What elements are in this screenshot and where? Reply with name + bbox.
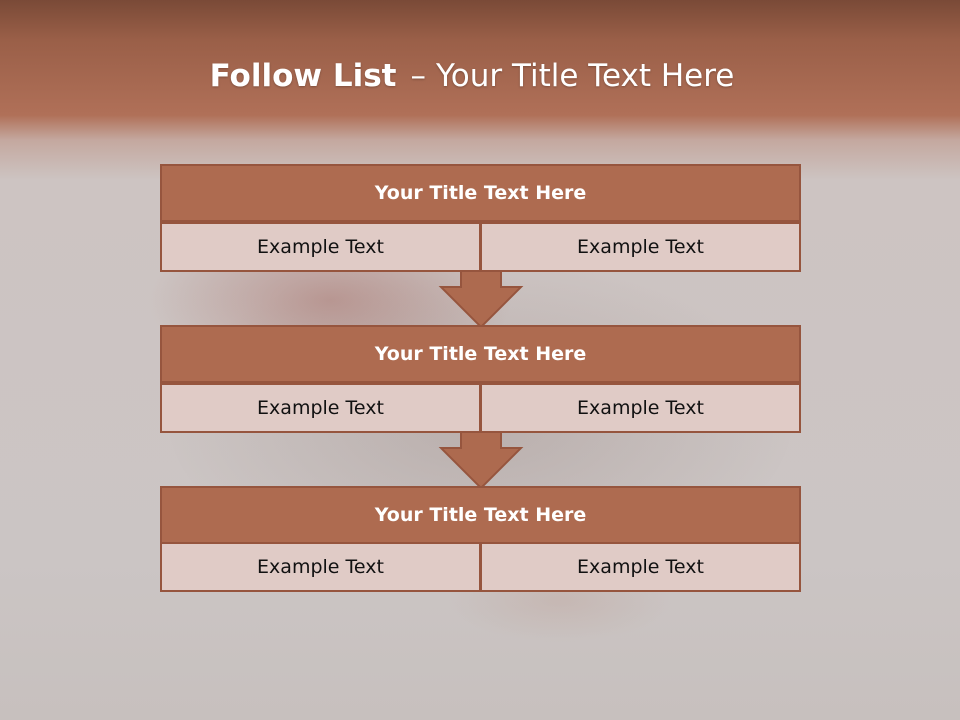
down-arrow-icon	[438, 431, 524, 490]
block-1-header: Your Title Text Here	[160, 164, 801, 222]
list-block-3: Your Title Text Here Example Text Exampl…	[160, 486, 801, 592]
title-separator: –	[410, 58, 426, 94]
title-rest: Your Title Text Here	[435, 58, 735, 94]
block-2-header: Your Title Text Here	[160, 325, 801, 383]
block-1-left-cell: Example Text	[160, 222, 481, 272]
block-3-header: Your Title Text Here	[160, 486, 801, 544]
block-3-left-cell: Example Text	[160, 542, 481, 592]
block-1-right-cell: Example Text	[480, 222, 801, 272]
block-2-left-cell: Example Text	[160, 383, 481, 433]
block-2-right-cell: Example Text	[480, 383, 801, 433]
title-strong: Follow List	[209, 58, 397, 94]
down-arrow-icon	[438, 270, 524, 329]
list-block-1: Your Title Text Here Example Text Exampl…	[160, 164, 801, 272]
list-block-2: Your Title Text Here Example Text Exampl…	[160, 325, 801, 433]
slide-title: Follow List–Your Title Text Here	[0, 52, 944, 100]
block-3-right-cell: Example Text	[480, 542, 801, 592]
